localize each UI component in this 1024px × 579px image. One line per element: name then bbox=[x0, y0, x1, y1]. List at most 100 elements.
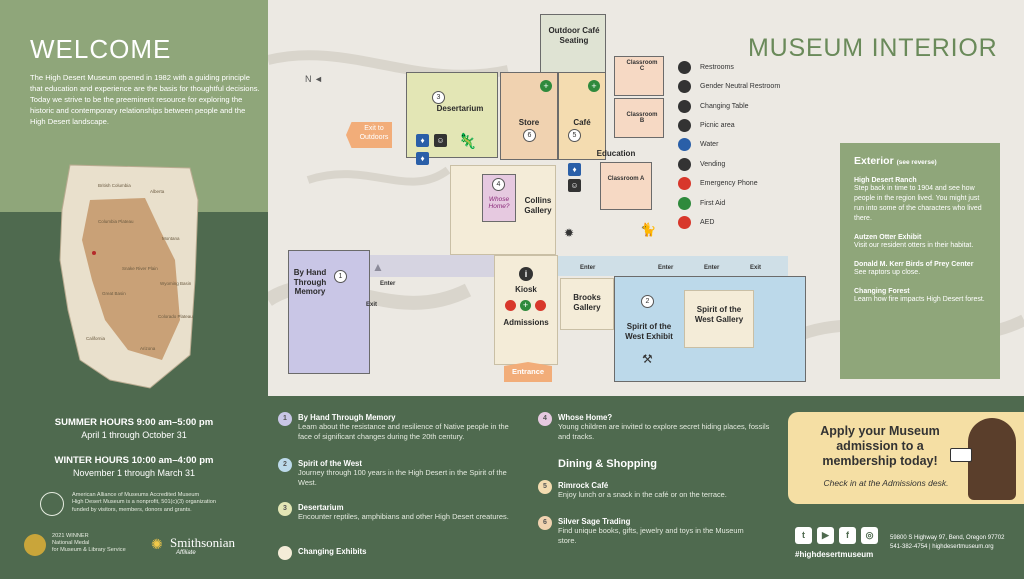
desertarium-label: Desertarium bbox=[436, 104, 484, 113]
twitter-icon[interactable]: t bbox=[795, 527, 812, 544]
map-label: Arizona bbox=[140, 346, 156, 351]
otter-mascot-icon bbox=[968, 418, 1016, 500]
legend-label: First Aid bbox=[700, 199, 726, 207]
exterior-item-title: Changing Forest bbox=[854, 288, 910, 295]
dining-title: Silver Sage Trading bbox=[558, 517, 631, 526]
exhibit-item: Whose Home?Young children are invited to… bbox=[558, 413, 778, 442]
phone-icon bbox=[535, 300, 546, 311]
water-icon: ♦ bbox=[416, 134, 429, 147]
exterior-item-desc: See raptors up close. bbox=[854, 269, 921, 276]
legend-item: First Aid bbox=[678, 195, 725, 211]
first-aid-icon bbox=[678, 196, 691, 210]
enter-label-1: Enter bbox=[580, 265, 596, 271]
by-hand-exit-label: Exit bbox=[366, 302, 378, 308]
outdoor-cafe-area bbox=[540, 14, 606, 74]
exhibit-desc: Encounter reptiles, amphibians and other… bbox=[298, 512, 509, 521]
exhibit-title: Changing Exhibits bbox=[298, 547, 367, 556]
membership-card-icon bbox=[950, 448, 972, 462]
promo-headline: Apply your Museum admission to a members… bbox=[820, 424, 940, 468]
classroom-a bbox=[600, 162, 652, 210]
classroom-c-label: Classroom C bbox=[626, 60, 658, 72]
facebook-icon[interactable]: f bbox=[839, 527, 856, 544]
first-aid-icon: + bbox=[588, 80, 600, 92]
phone-icon bbox=[678, 176, 691, 190]
lizard-icon: 🦎 bbox=[458, 133, 477, 150]
exhibit-number-badge: 3 bbox=[278, 502, 292, 516]
winter-hours-title: WINTER HOURS 10:00 am–4:00 pm bbox=[54, 455, 214, 466]
info-icon: i bbox=[519, 267, 533, 281]
east-corridor bbox=[558, 256, 788, 276]
winter-hours: WINTER HOURS 10:00 am–4:00 pm November 1… bbox=[0, 454, 268, 479]
exhibit-number-badge bbox=[278, 546, 292, 560]
intro-text: The High Desert Museum opened in 1982 wi… bbox=[30, 73, 260, 126]
exterior-item-title: High Desert Ranch bbox=[854, 177, 917, 184]
exhibit-desc: Learn about the resistance and resilienc… bbox=[298, 422, 509, 441]
legend-label: Changing Table bbox=[700, 102, 749, 110]
map-label: Columbia Plateau bbox=[98, 219, 134, 224]
legend-item: Changing Table bbox=[678, 98, 749, 114]
by-hand-enter-label: Enter bbox=[380, 281, 396, 287]
legend-label: Vending bbox=[700, 160, 726, 168]
dining-desc: Find unique books, gifts, jewelry and to… bbox=[558, 526, 744, 545]
hashtag-link[interactable]: #highdesertmuseum bbox=[795, 550, 874, 559]
legend-item: Vending bbox=[678, 156, 725, 172]
exit-to-outdoors-label: Exit to Outdoors bbox=[359, 125, 389, 141]
shop-number-6: 6 bbox=[523, 129, 536, 142]
outdoor-cafe-label: Outdoor Café Seating bbox=[548, 26, 600, 45]
summer-hours: SUMMER HOURS 9:00 am–5:00 pm April 1 thr… bbox=[0, 416, 268, 441]
contact-info[interactable]: 541-382-4754 | highdesertmuseum.org bbox=[890, 544, 994, 550]
medal-seal-icon bbox=[24, 534, 46, 556]
entrance-button[interactable] bbox=[504, 362, 552, 382]
whose-home-map-label: Whose Home? bbox=[488, 196, 510, 210]
exterior-sub: (see reverse) bbox=[896, 159, 937, 166]
page-title: MUSEUM INTERIOR bbox=[748, 34, 998, 62]
brooks-gallery-label: Brooks Gallery bbox=[573, 293, 601, 312]
instagram-icon[interactable]: ◎ bbox=[861, 527, 878, 544]
spirit-of-the-west-gallery bbox=[684, 290, 754, 348]
restroom-icon bbox=[678, 60, 691, 74]
spirit-gallery-label: Spirit of the West Gallery bbox=[694, 305, 744, 324]
legend-label: Emergency Phone bbox=[700, 179, 758, 187]
sun-icon: ✺ bbox=[151, 536, 163, 552]
exterior-item-title: Autzen Otter Exhibit bbox=[854, 234, 922, 241]
exhibit-title: By Hand Through Memory bbox=[298, 413, 396, 422]
exhibit-title: Desertarium bbox=[298, 503, 344, 512]
spirit-exhibit-label: Spirit of the West Exhibit bbox=[625, 322, 673, 341]
enter-label-3: Enter bbox=[704, 265, 720, 271]
first-aid-icon: + bbox=[540, 80, 552, 92]
pickaxe-icon: ⚒ bbox=[642, 352, 653, 366]
exterior-item-desc: Step back in time to 1904 and see how pe… bbox=[854, 185, 982, 222]
youtube-icon[interactable]: ▶ bbox=[817, 527, 834, 544]
water-icon: ♦ bbox=[568, 163, 581, 176]
legend-label: Water bbox=[700, 140, 719, 148]
first-aid-icon: + bbox=[520, 300, 531, 311]
smithsonian-logo-text: Smithsonian bbox=[170, 535, 236, 550]
water-icon: ♦ bbox=[416, 152, 429, 165]
exit-to-outdoors-button[interactable] bbox=[346, 122, 392, 148]
high-desert-region-map: British Columbia Alberta Columbia Platea… bbox=[59, 164, 199, 389]
dining-number-badge: 6 bbox=[538, 516, 552, 530]
classroom-b-label: Classroom B bbox=[626, 112, 658, 124]
exhibit-number-badge: 4 bbox=[538, 412, 552, 426]
legend-item: Gender Neutral Restroom bbox=[678, 78, 780, 94]
map-label: Snake River Plain bbox=[122, 266, 158, 271]
exhibit-desc: Young children are invited to explore se… bbox=[558, 422, 770, 441]
exterior-item-desc: Visit our resident otters in their habit… bbox=[854, 242, 974, 249]
exhibit-number-1: 1 bbox=[334, 270, 347, 283]
legend-label: Picnic area bbox=[700, 121, 735, 129]
welcome-heading: WELCOME bbox=[30, 34, 172, 64]
by-hand-room bbox=[288, 250, 370, 374]
classroom-b bbox=[614, 98, 664, 138]
exhibit-title: Spirit of the West bbox=[298, 459, 362, 468]
restroom-icon: ☺ bbox=[568, 179, 581, 192]
aam-accreditation: American Alliance of Museums Accredited … bbox=[72, 492, 216, 513]
promo-subtext: Check in at the Admissions desk. bbox=[823, 478, 949, 488]
museum-location-marker bbox=[92, 251, 96, 255]
legend-item: AED bbox=[678, 214, 714, 230]
map-label: California bbox=[86, 336, 106, 341]
enter-label-2: Enter bbox=[658, 265, 674, 271]
exhibit-number-2: 2 bbox=[641, 295, 654, 308]
